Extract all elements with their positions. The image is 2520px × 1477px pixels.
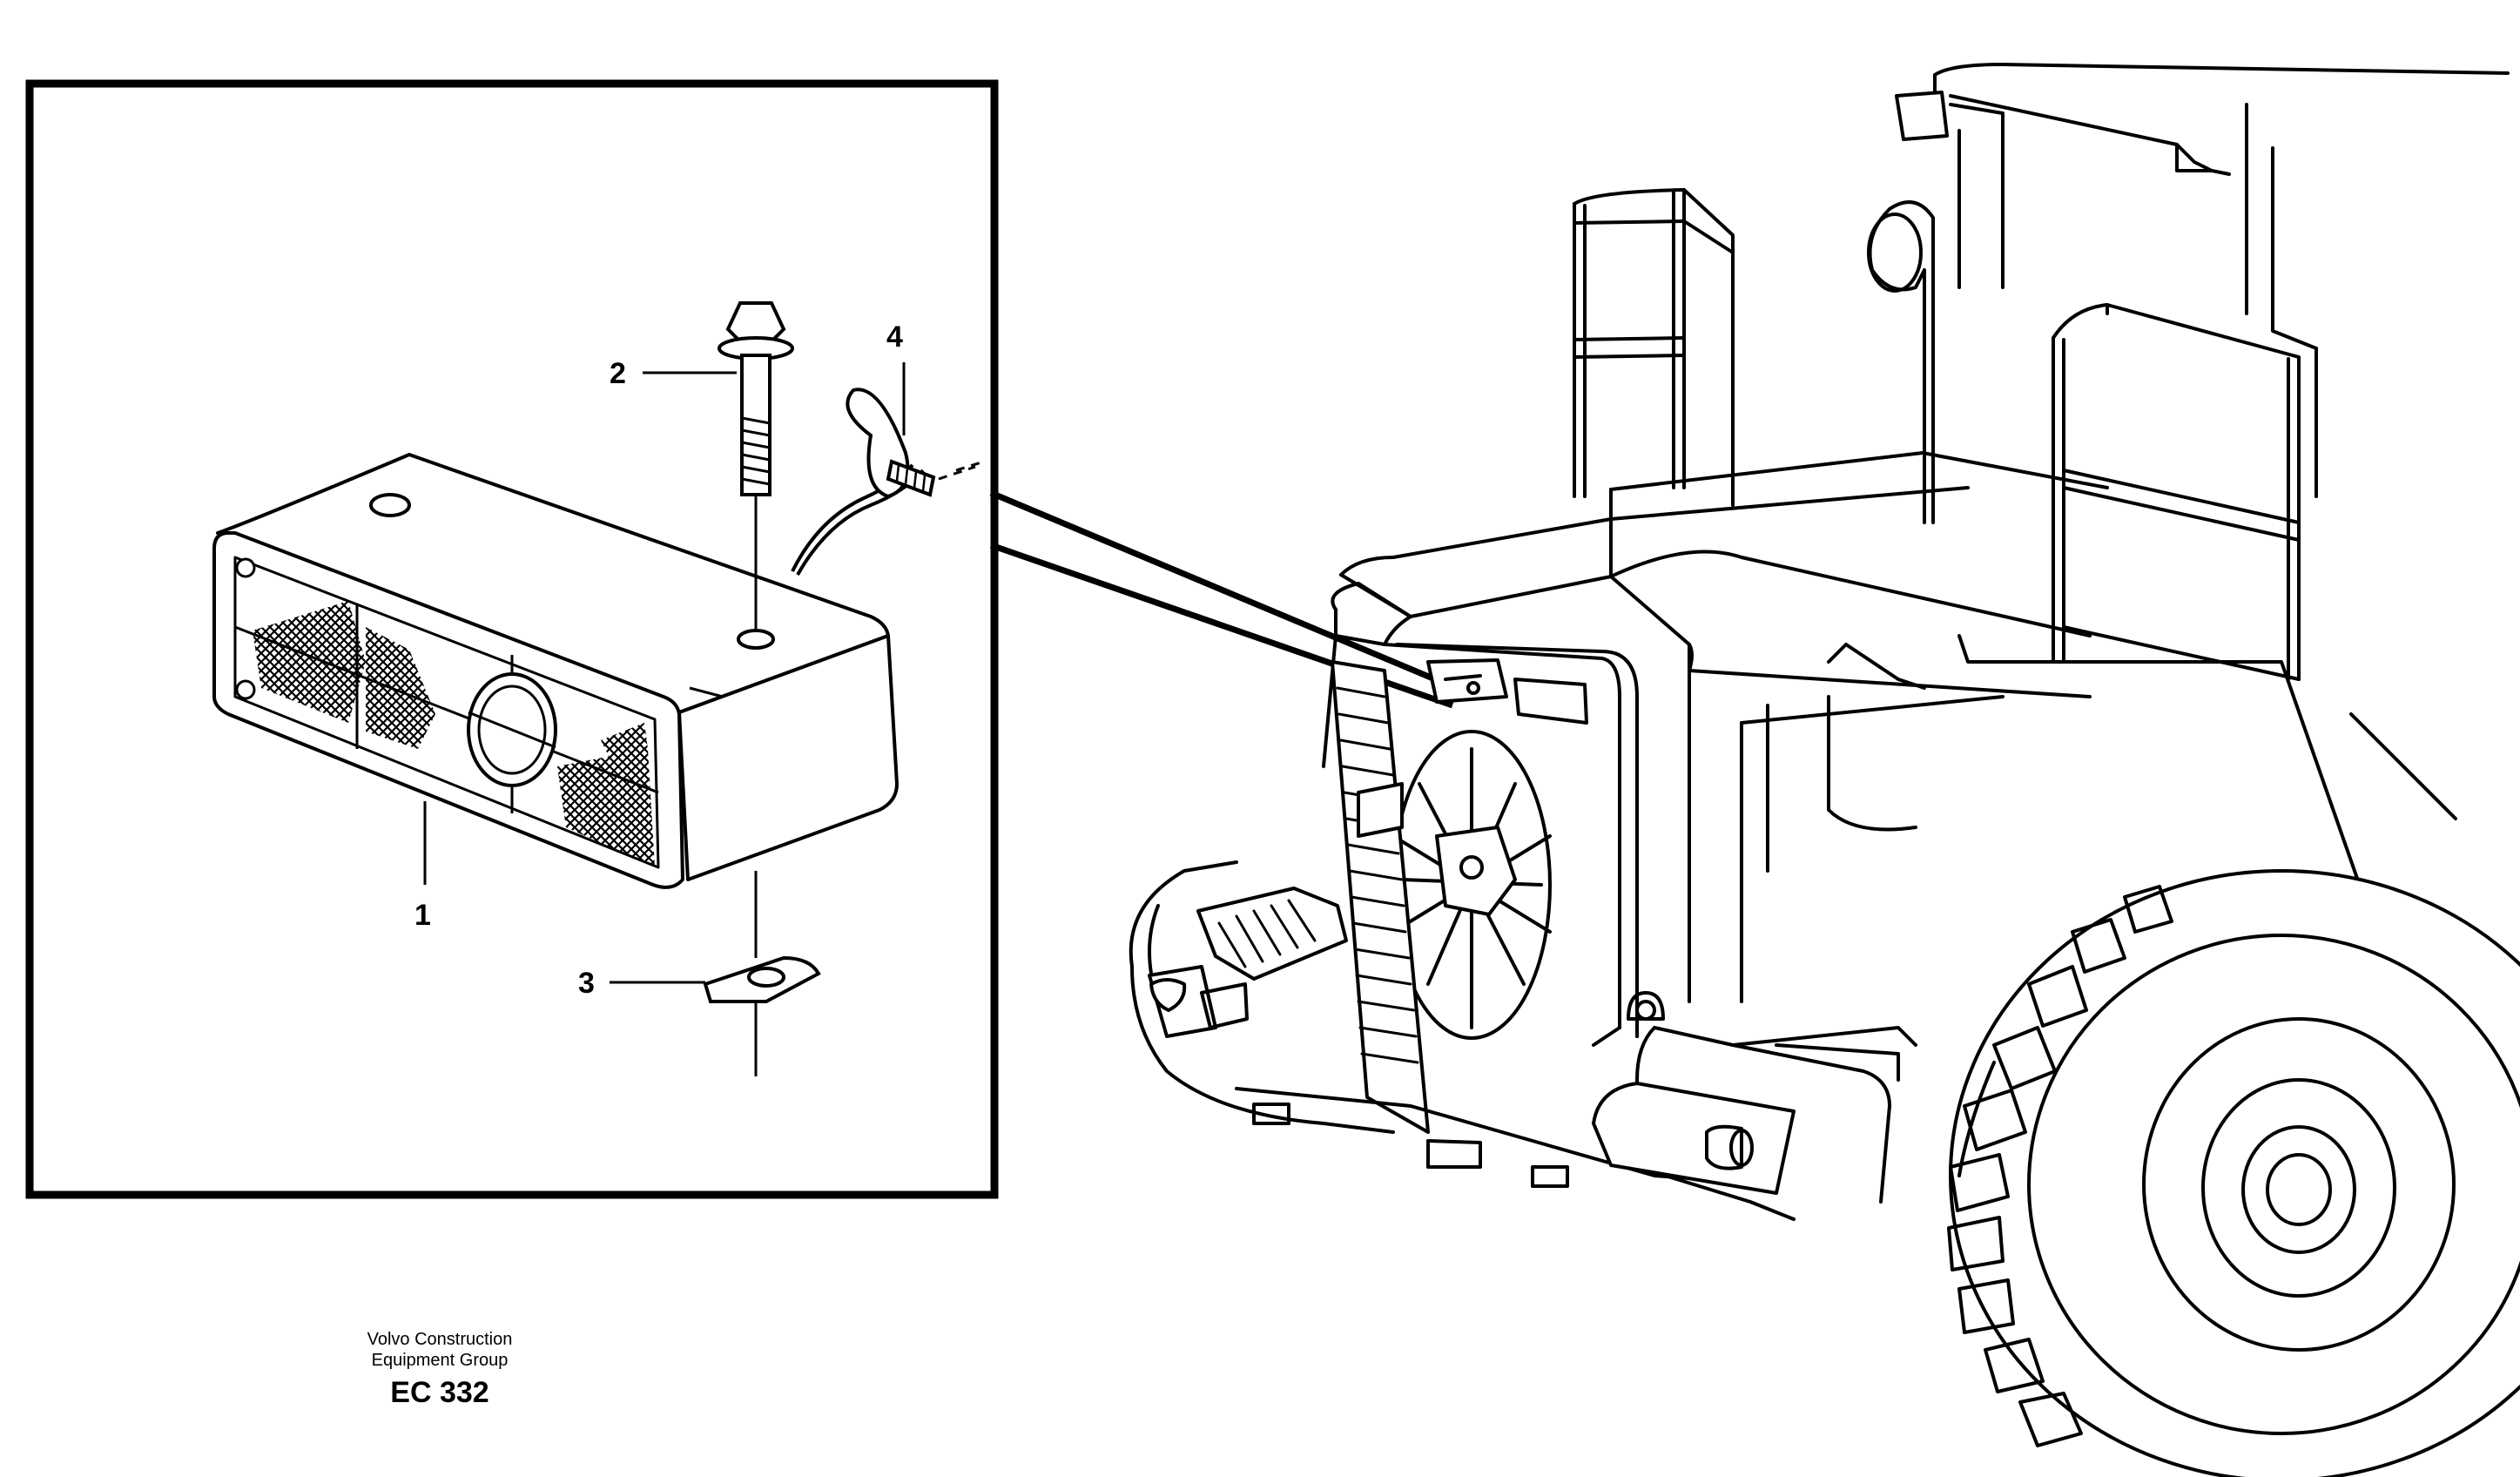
clip-nut	[703, 871, 821, 1076]
reflector-lens-left	[253, 601, 366, 723]
callout-2: 2	[610, 357, 626, 390]
publisher-footer: Volvo Construction Equipment Group EC 33…	[331, 1329, 549, 1410]
callout-4: 4	[886, 320, 903, 354]
reflector-lamp	[212, 453, 899, 889]
bolt	[718, 301, 794, 631]
reflector-lens-mid	[366, 627, 435, 749]
front-tire	[1947, 869, 2520, 1477]
cable-tie	[791, 388, 985, 576]
figure-code: EC 332	[390, 1376, 489, 1409]
detail-inset-frame	[25, 79, 999, 1199]
company-name-line2: Equipment Group	[371, 1351, 509, 1370]
reflector-lens-right	[557, 749, 655, 867]
callout-3: 3	[578, 967, 595, 1000]
wheel-loader	[1129, 63, 2520, 1477]
company-name-line1: Volvo Construction	[367, 1330, 513, 1349]
callout-leaders	[423, 362, 906, 984]
callout-1: 1	[414, 899, 431, 932]
